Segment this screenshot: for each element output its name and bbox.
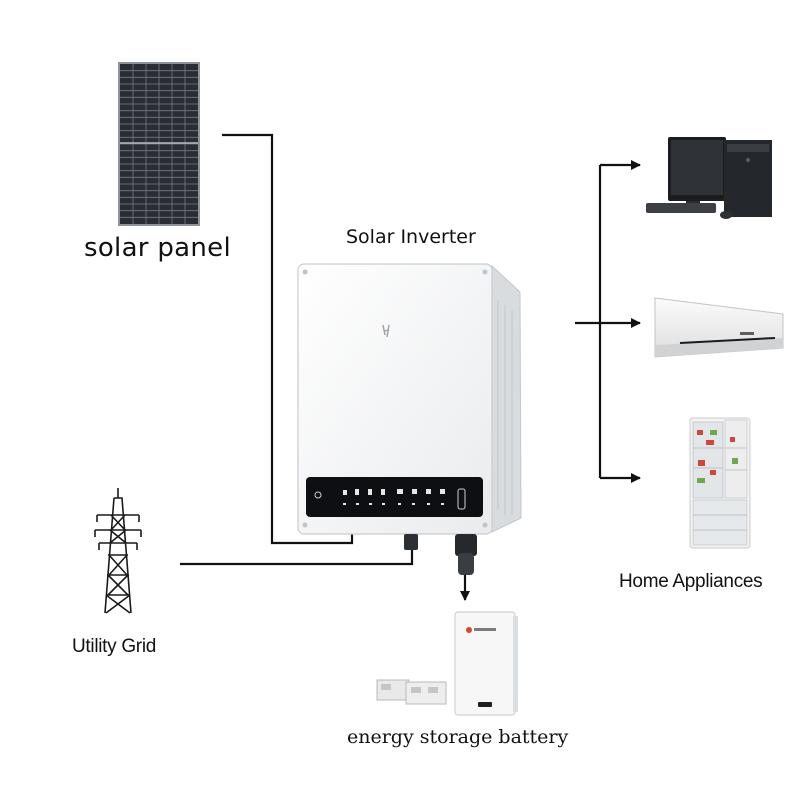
air-conditioner-icon [654, 297, 784, 358]
panel-to-inverter-line [222, 133, 354, 545]
solar-panel-icon [118, 62, 200, 226]
solar-inverter-label: Solar Inverter [346, 226, 476, 248]
home-appliances-label: Home Appliances [619, 571, 763, 592]
inverter-icon [297, 263, 522, 575]
battery-icon [376, 611, 518, 716]
solar-panel-label: solar panel [84, 233, 231, 263]
utility-grid-label: Utility Grid [72, 636, 157, 657]
connection-lines [180, 133, 641, 601]
transmission-tower-icon [94, 488, 142, 614]
inverter-display [306, 477, 483, 517]
battery-modules [376, 679, 447, 705]
refrigerator-icon [689, 417, 751, 549]
grid-to-inverter-line [180, 548, 414, 566]
desktop-computer-icon [646, 137, 772, 219]
solar-panel-cell-grid [120, 64, 198, 224]
energy-storage-battery-label: energy storage battery [347, 726, 569, 748]
